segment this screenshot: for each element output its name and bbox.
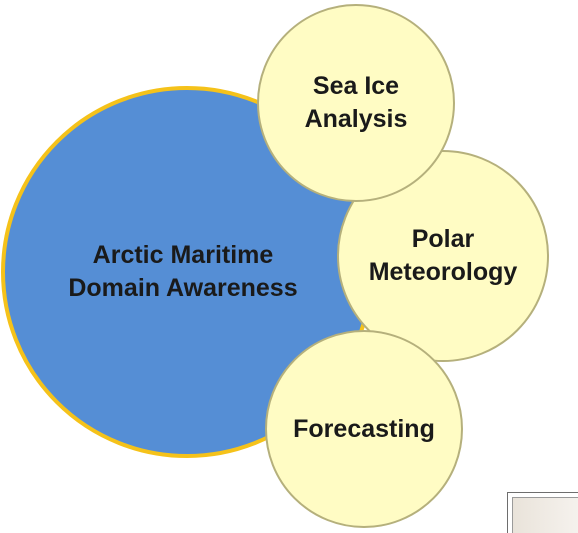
node-circle-forecasting: Forecasting: [265, 330, 463, 528]
node-label-line: Meteorology: [368, 258, 518, 286]
image-thumbnail: [512, 497, 578, 533]
main-circle-label: Arctic Maritime Domain Awareness: [68, 239, 297, 305]
main-label-line-2: Domain Awareness: [68, 274, 298, 302]
node-label-sea-ice-analysis: Sea Ice Analysis: [305, 70, 408, 136]
node-label-line: Polar: [411, 225, 475, 253]
node-circle-polar-meteorology: Polar Meteorology: [337, 150, 549, 362]
node-label-forecasting: Forecasting: [293, 413, 435, 446]
node-label-line: Analysis: [304, 105, 408, 133]
node-label-line: Sea Ice: [312, 72, 400, 100]
node-circle-sea-ice-analysis: Sea Ice Analysis: [257, 4, 455, 202]
node-label-line: Forecasting: [293, 414, 435, 443]
image-thumbnail-frame: [507, 492, 578, 533]
main-label-line-1: Arctic Maritime: [92, 241, 274, 269]
node-label-polar-meteorology: Polar Meteorology: [369, 223, 518, 289]
